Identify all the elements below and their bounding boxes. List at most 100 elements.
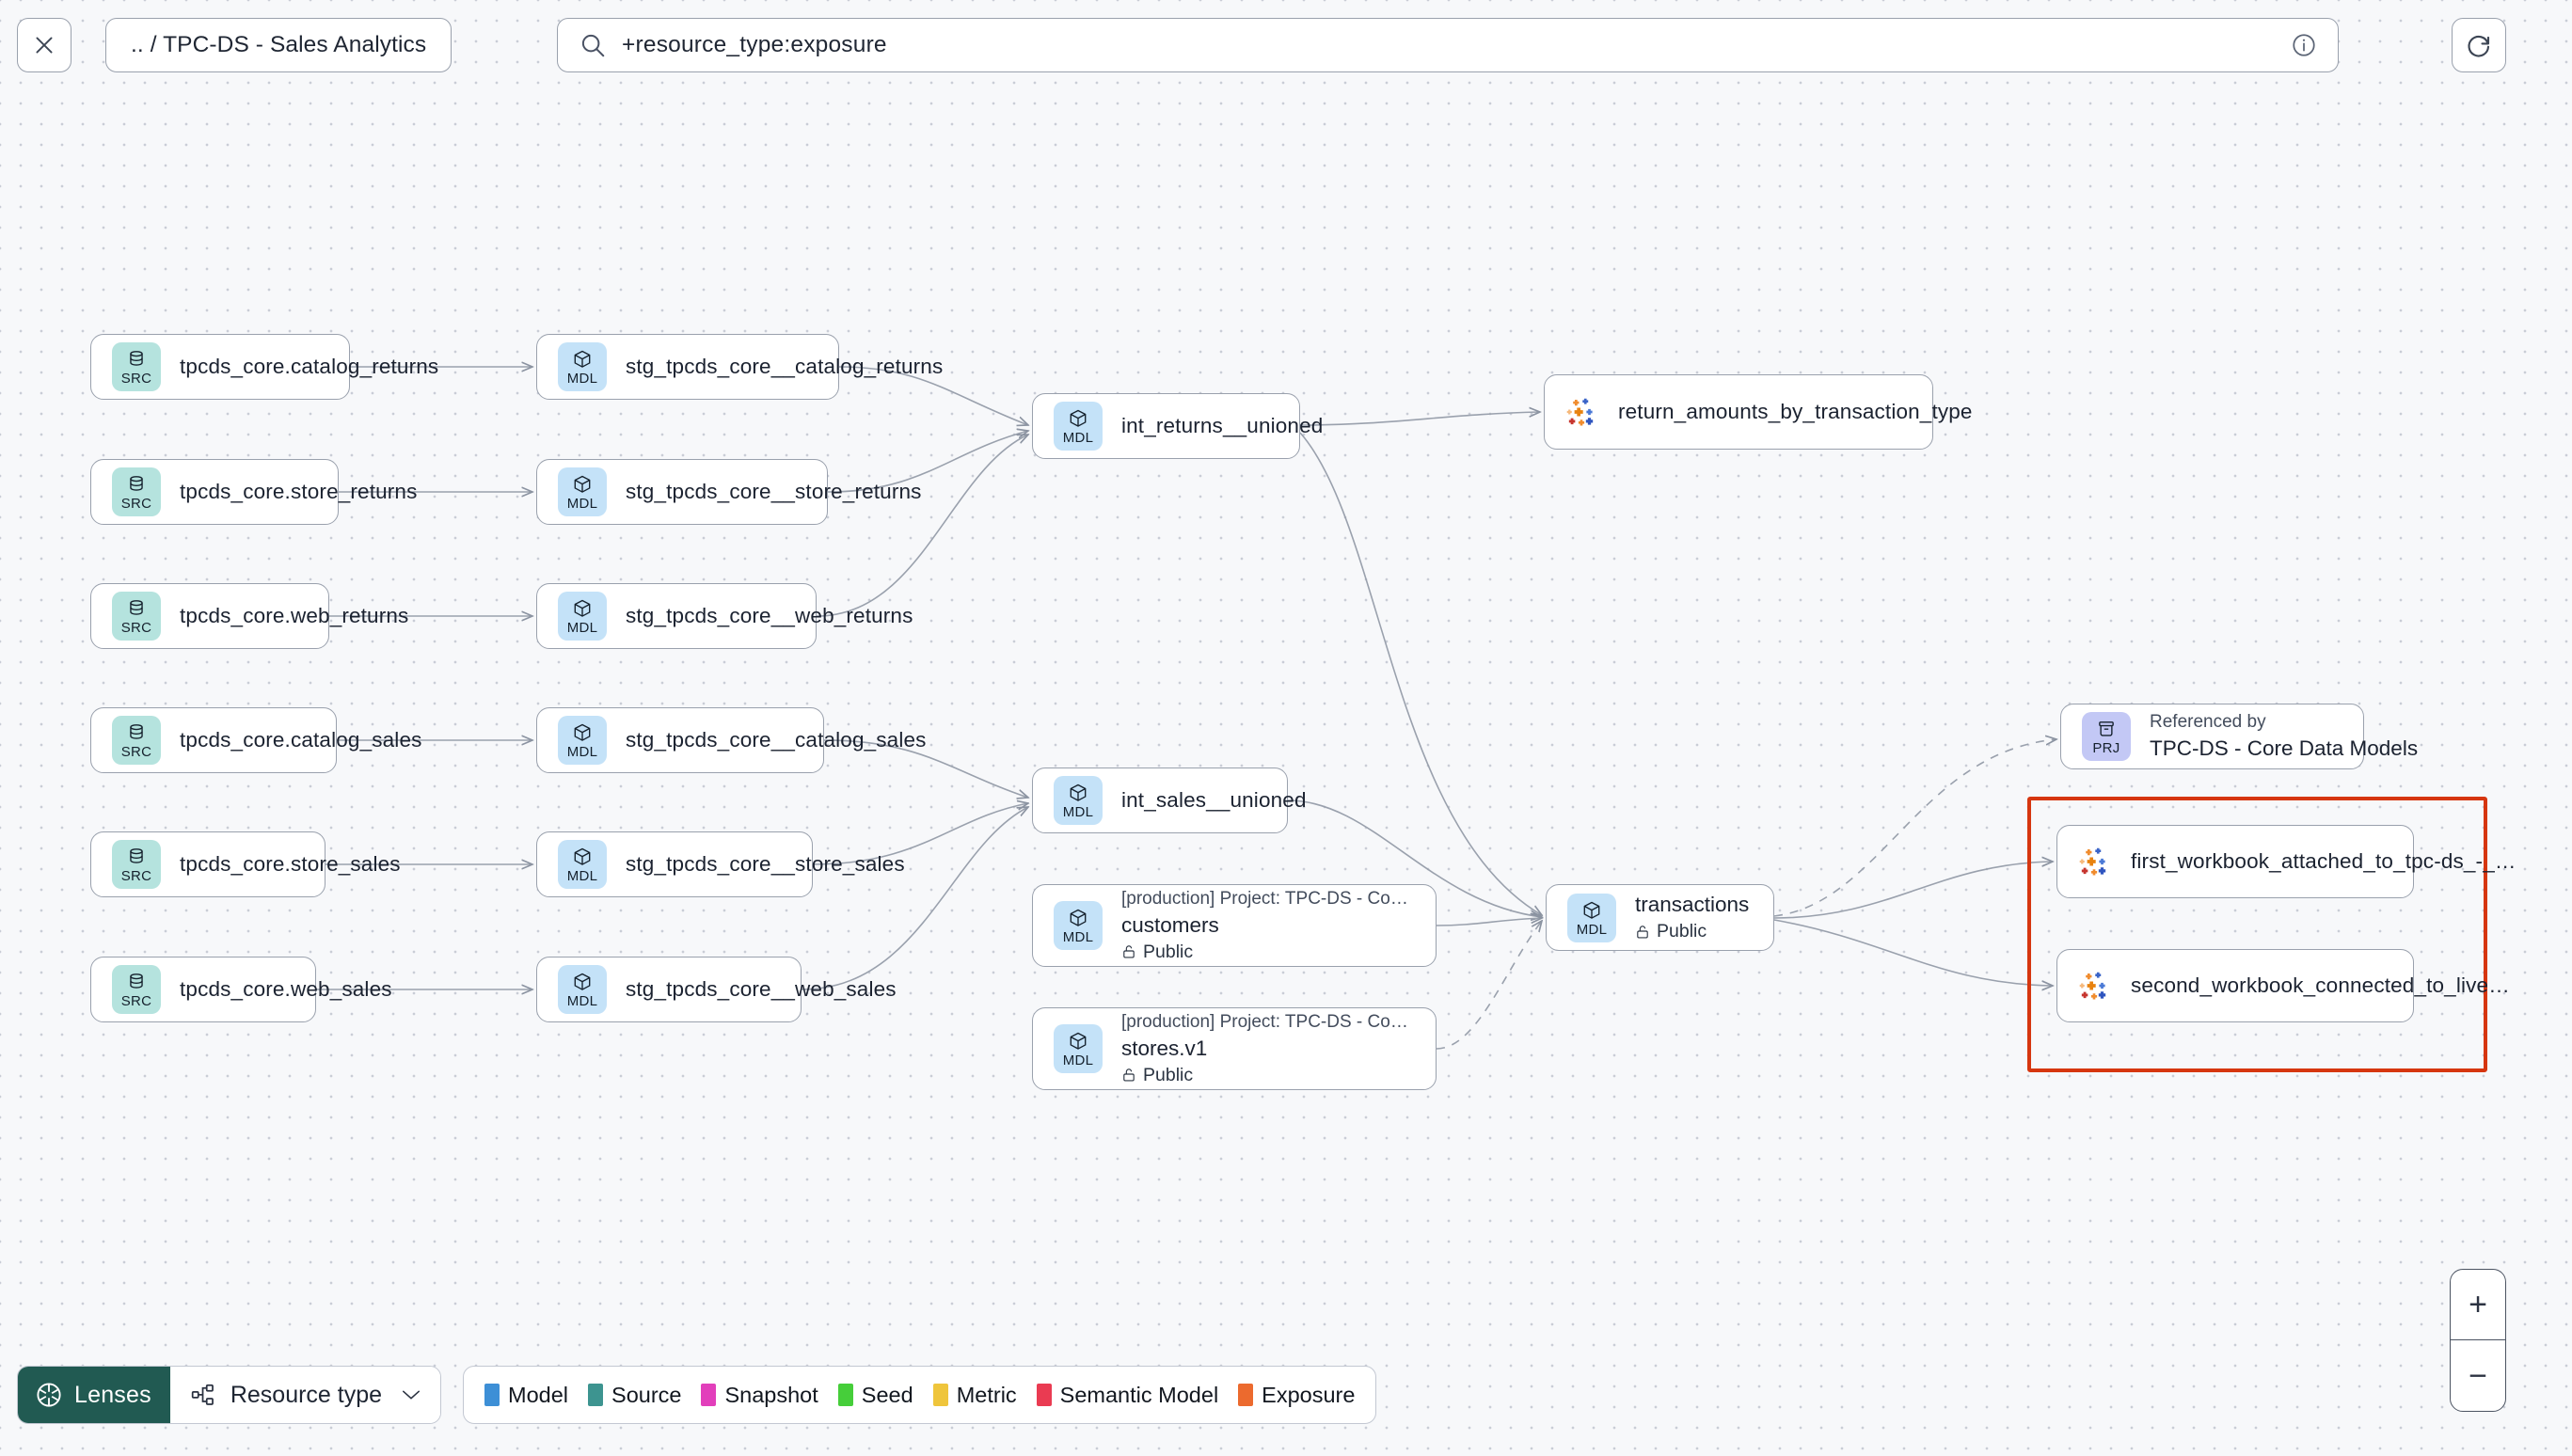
exposure-icon [2079,847,2106,876]
node-permission-label: Public [1657,921,1707,942]
info-icon[interactable] [2291,32,2317,58]
close-button[interactable] [17,18,71,72]
top-toolbar: .. / TPC-DS - Sales Analytics +resource_… [0,0,2572,110]
lenses-label: Lenses [74,1381,151,1408]
model-badge: MDL [558,342,607,391]
badge-glyph [1581,899,1602,922]
node-label: stg_tpcds_core__web_returns [626,604,913,627]
node-project-label: [production] Project: TPC-DS - Core Data… [1121,888,1413,909]
badge-abbr: MDL [566,868,598,884]
search-icon [581,34,605,57]
badge-glyph [1068,407,1088,430]
legend-item[interactable]: Metric [932,1383,1017,1408]
archive-box-icon [2099,721,2114,736]
node-permission-label: Public [1143,1064,1194,1085]
legend-item[interactable]: Model [484,1383,568,1408]
cube-icon [574,847,591,865]
lenses-button[interactable]: Lenses [18,1367,170,1423]
search-input[interactable]: +resource_type:exposure [622,32,887,57]
node-label: second_workbook_connected_to_live… [2131,973,2510,997]
graph-node-detailed[interactable]: MDL[production] Project: TPC-DS - Core D… [1032,1007,1437,1090]
legend-item[interactable]: Semantic Model [1036,1383,1218,1408]
legend-item[interactable]: Seed [837,1382,913,1408]
badge-glyph [126,846,147,868]
database-icon [130,724,143,739]
chevron-down-icon [403,1390,421,1400]
node-label: stores.v1 [1121,1036,1208,1060]
badge-abbr: PRJ [2092,740,2120,756]
exposure-node[interactable]: first_workbook_attached_to_tpc-ds_-_… [2056,825,2516,898]
legend-item[interactable]: Source [588,1383,681,1408]
graph-node-detailed[interactable]: MDL [production] Project: TPC-DS - Core D… [1032,884,1437,967]
resource-type-dropdown[interactable]: Resource type [169,1367,441,1423]
cube-icon [574,723,591,741]
legend-label: Seed [861,1382,913,1407]
database-icon [130,476,143,491]
node-label: TPC-DS - Core Data Models [2150,736,2419,760]
node-label: stg_tpcds_core__store_returns [626,480,922,503]
node-label: return_amounts_by_transaction_type [1618,400,1973,423]
exposure-node[interactable]: second_workbook_connected_to_live… [2056,949,2510,1022]
node-text-stack: [production] Project: TPC-DS - Core Data… [1121,889,1413,963]
node-permission-label: Public [1143,941,1194,962]
graph-node[interactable]: MDL stg_tpcds_core__store_returns [536,459,921,525]
cube-icon [1070,783,1087,801]
source-badge: SRC [112,467,161,516]
badge-abbr: MDL [566,744,598,760]
legend-swatch [932,1384,948,1406]
unlock-icon [1123,945,1135,958]
resource-type-legend: Model Source Snapshot Seed Metric Semantic Mo… [463,1366,1377,1424]
badge-glyph [2096,718,2117,740]
search-bar[interactable]: +resource_type:exposure [557,18,2339,72]
model-badge: MDL [1054,901,1103,950]
exposure-node[interactable]: return_amounts_by_transaction_type [1544,374,1972,450]
legend-item[interactable]: Exposure [1238,1383,1355,1408]
badge-abbr: MDL [566,993,598,1009]
database-icon [130,600,143,615]
badge-glyph [126,348,147,371]
node-text-stack: [production] Project: TPC-DS - Core Data… [1121,1012,1413,1086]
badge-abbr: MDL [1062,430,1094,446]
legend-swatch [1036,1384,1052,1406]
refresh-button[interactable] [2452,18,2506,72]
model-badge: MDL [1054,776,1103,825]
legend-label: Source [611,1382,682,1407]
graph-node[interactable]: MDL stg_tpcds_core__web_returns [536,583,913,649]
model-badge: MDL [558,467,607,516]
aperture-icon [37,1383,61,1407]
node-permission: Public [1635,921,1749,942]
badge-glyph [572,721,593,744]
unlock-icon [1123,1068,1135,1082]
zoom-in-button[interactable]: + [2451,1270,2505,1340]
breadcrumb[interactable]: .. / TPC-DS - Sales Analytics [105,18,452,72]
breadcrumb-label: .. / TPC-DS - Sales Analytics [131,32,427,57]
badge-abbr: MDL [566,496,598,512]
legend-item[interactable]: Snapshot [701,1383,818,1408]
badge-glyph [572,473,593,496]
node-label: tpcds_core.store_returns [180,480,418,503]
graph-node[interactable]: SRC tpcds_core.store_returns [90,459,417,525]
legend-swatch [484,1384,500,1406]
zoom-out-button[interactable]: − [2451,1340,2505,1411]
model-badge: MDL [558,592,607,641]
badge-abbr: SRC [120,496,152,512]
source-badge: SRC [112,342,161,391]
cube-icon [574,350,591,368]
cube-icon [1070,409,1087,427]
badge-glyph [572,971,593,993]
